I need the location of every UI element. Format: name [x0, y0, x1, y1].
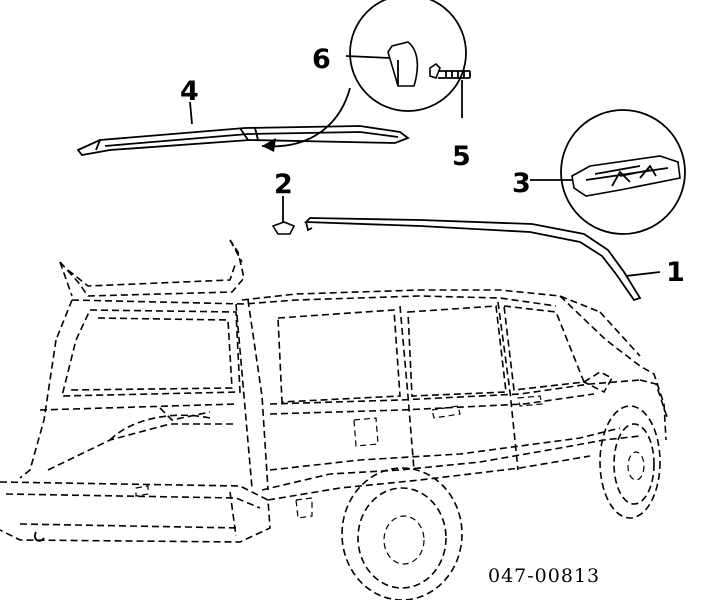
leader-6 [345, 55, 391, 59]
roof-moulding [303, 217, 661, 302]
station-wagon-outline [0, 239, 669, 600]
callout-4: 4 [180, 76, 199, 107]
rail-end-part [571, 155, 681, 197]
callout-2: 2 [274, 169, 293, 200]
leader-4 [189, 101, 193, 125]
figure-code: 047-00813 [488, 565, 600, 587]
callout-6: 6 [312, 44, 331, 75]
detail-circle-top [345, 0, 471, 118]
clip-part [271, 196, 296, 235]
end-cap-part [387, 41, 419, 87]
detail-circle-right [530, 109, 686, 235]
detail-arrow [261, 87, 351, 152]
leader-1 [625, 271, 661, 277]
callout-1: 1 [666, 257, 685, 288]
roof-rack-rail [76, 125, 410, 156]
screw-part [429, 62, 471, 79]
callout-3: 3 [512, 168, 531, 199]
callout-5: 5 [452, 141, 471, 172]
